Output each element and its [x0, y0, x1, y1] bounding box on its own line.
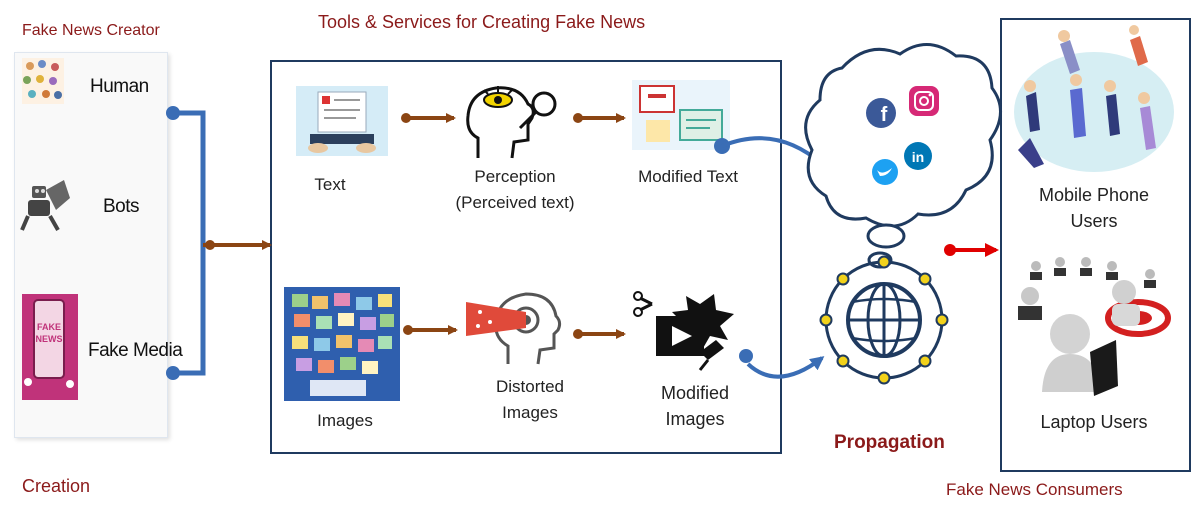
fake-news-phone-icon: FAKE NEWS	[22, 294, 78, 400]
creator-connector	[166, 106, 272, 380]
mobile-users-icon	[1014, 25, 1174, 172]
svg-text:in: in	[912, 149, 924, 165]
creation-heading: Creation	[22, 476, 91, 496]
image-collage-icon	[284, 287, 400, 401]
twitter-icon	[872, 159, 898, 185]
pipeline-arrows	[401, 113, 626, 339]
instagram-icon	[909, 86, 939, 116]
creator-label-human: Human	[90, 76, 149, 97]
perception-head-icon	[466, 86, 557, 159]
fake-news-consumers-heading: Fake News Consumers	[946, 480, 1123, 499]
modified-images-line-2: Images	[665, 409, 725, 429]
globe-network-icon	[819, 255, 949, 385]
consumer-arrow	[944, 243, 999, 257]
svg-text:NEWS: NEWS	[36, 334, 63, 344]
distorted-images-label: Distorted Images	[470, 374, 590, 426]
mobile-users-line-2: Users	[1070, 211, 1118, 231]
creator-label-fake-media: Fake Media	[88, 340, 183, 361]
perception-line-1: Perception	[474, 167, 556, 186]
laptop-users-icon	[1018, 257, 1171, 396]
social-media-cloud	[804, 43, 1002, 269]
crowd-icon	[22, 58, 64, 104]
mobile-users-label: Mobile Phone Users	[1004, 182, 1184, 234]
modified-images-icon	[633, 291, 734, 371]
propagation-heading: Propagation	[834, 432, 945, 453]
perception-label: Perception (Perceived text)	[430, 164, 600, 216]
modified-text-label: Modified Text	[638, 167, 738, 186]
svg-text:f: f	[881, 104, 888, 126]
modified-images-label: Modified Images	[640, 380, 750, 432]
linkedin-icon: in	[904, 142, 932, 170]
distorted-line-1: Distorted	[495, 377, 565, 396]
distorted-line-2: Images	[502, 403, 558, 422]
text-source-label: Text	[314, 175, 346, 194]
robot-icon	[20, 180, 70, 231]
laptop-editor-icon	[296, 86, 388, 156]
perception-line-2: (Perceived text)	[455, 193, 575, 212]
creator-label-bots: Bots	[103, 196, 140, 217]
svg-text:FAKE: FAKE	[37, 322, 61, 332]
consumers-box	[1000, 18, 1191, 472]
modified-images-line-1: Modified	[660, 383, 730, 403]
facebook-icon: f	[866, 98, 896, 128]
tools-heading: Tools & Services for Creating Fake News	[318, 12, 646, 32]
modified-text-icon	[632, 80, 730, 150]
fake-news-creator-heading: Fake News Creator	[22, 22, 160, 39]
tools-box	[270, 60, 782, 454]
mobile-users-line-1: Mobile Phone	[1038, 185, 1150, 205]
laptop-users-label: Laptop Users	[1040, 412, 1148, 432]
images-source-label: Images	[317, 411, 373, 430]
distorted-head-icon	[466, 292, 562, 365]
